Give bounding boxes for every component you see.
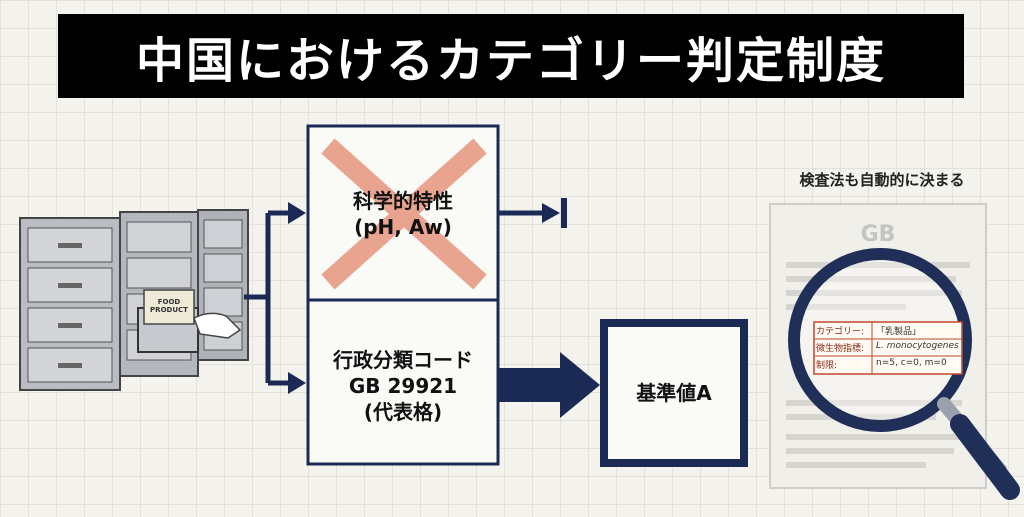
page-title: 中国におけるカテゴリー判定制度 — [58, 14, 964, 98]
science-box-label: 科学的特性 (pH, Aw) — [308, 176, 498, 252]
food-product-label: FOOD PRODUCT — [150, 298, 188, 314]
science-line2: (pH, Aw) — [354, 215, 452, 239]
filing-cabinet-icon — [19, 209, 249, 391]
standard-label: 基準値A — [636, 381, 712, 405]
standard-box-label: 基準値A — [604, 323, 744, 463]
cross-icon — [321, 138, 487, 290]
science-line1: 科学的特性 — [353, 189, 453, 213]
admin-box — [306, 298, 500, 466]
lens-row-2-value: L. monocytogenes — [876, 341, 959, 351]
lens-table — [813, 321, 963, 375]
lens-row-2-key: 微生物指標: — [816, 344, 865, 354]
admin-line1: 行政分類コード — [333, 348, 473, 372]
lens-row-1-key: カテゴリー: — [816, 327, 865, 337]
doc-heading: GB — [860, 221, 896, 247]
title-text: 中国におけるカテゴリー判定制度 — [135, 33, 886, 89]
doc-caption: 検査法も自動的に決まる — [799, 171, 965, 190]
lens-row-1-value: 「乳製品」 — [876, 327, 922, 337]
lens-row-3-value: n=5, c=0, m=0 — [876, 358, 947, 368]
admin-box-label: 行政分類コード GB 29921 (代表格) — [308, 338, 498, 434]
lens-row-3-key: 制限: — [816, 361, 838, 371]
flow-arrows — [244, 198, 600, 418]
standard-box — [600, 319, 748, 467]
admin-line2: GB 29921 — [348, 374, 458, 398]
admin-line3: (代表格) — [363, 400, 443, 424]
